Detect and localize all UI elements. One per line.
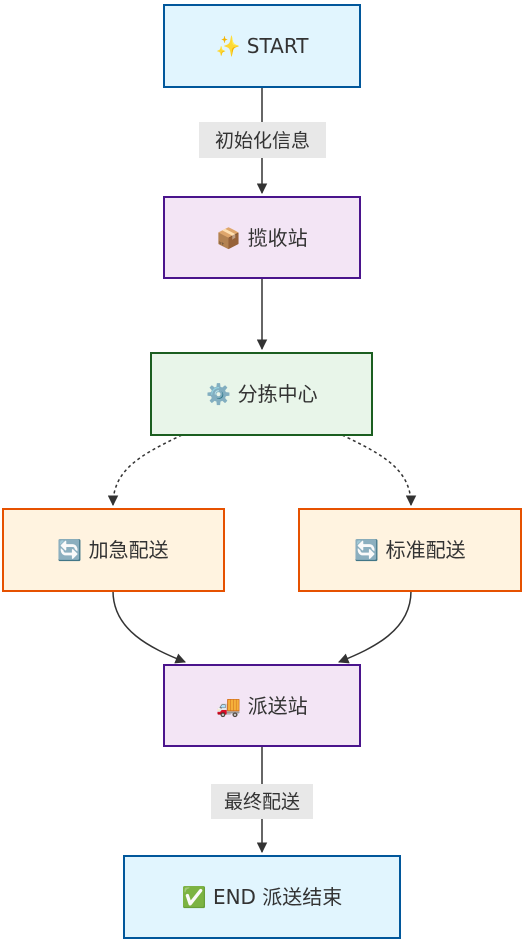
node-express-box xyxy=(2,508,225,592)
node-end-label: ✅ END 派送结束 xyxy=(182,885,343,909)
node-start-box xyxy=(163,4,361,88)
edge-label-final: 最终配送 xyxy=(211,784,313,819)
edge-standard-to-dispatch xyxy=(338,590,412,664)
edge-label-init-bg xyxy=(199,122,326,158)
node-pickup[interactable]: 📦 揽收站 xyxy=(163,196,361,279)
node-express-label: 🔄 加急配送 xyxy=(57,538,168,562)
node-end-box xyxy=(123,855,401,939)
node-sorting-label: ⚙️ 分拣中心 xyxy=(206,382,317,406)
node-dispatch[interactable]: 🚚 派送站 xyxy=(163,664,361,747)
node-start-label: ✨ START xyxy=(216,34,310,58)
node-dispatch-box xyxy=(163,664,361,747)
node-standard[interactable]: 🔄 标准配送 xyxy=(298,508,522,592)
node-pickup-label: 📦 揽收站 xyxy=(216,226,307,250)
node-start[interactable]: ✨ START xyxy=(163,4,361,88)
node-express[interactable]: 🔄 加急配送 xyxy=(2,508,225,592)
node-standard-box xyxy=(298,508,522,592)
node-sorting[interactable]: ⚙️ 分拣中心 xyxy=(150,352,373,436)
edge-label-init-text: 初始化信息 xyxy=(215,130,310,152)
edge-express-to-dispatch xyxy=(112,590,186,664)
node-dispatch-label: 🚚 派送站 xyxy=(216,694,307,718)
node-end[interactable]: ✅ END 派送结束 xyxy=(123,855,401,939)
edge-sorting-to-express xyxy=(107,434,183,507)
edge-label-final-bg xyxy=(211,784,313,819)
node-standard-label: 🔄 标准配送 xyxy=(354,538,465,562)
edge-label-final-text: 最终配送 xyxy=(224,791,300,813)
edge-label-init: 初始化信息 xyxy=(199,122,326,158)
node-sorting-box xyxy=(150,352,373,436)
node-pickup-box xyxy=(163,196,361,279)
edge-sorting-to-standard xyxy=(341,434,417,507)
